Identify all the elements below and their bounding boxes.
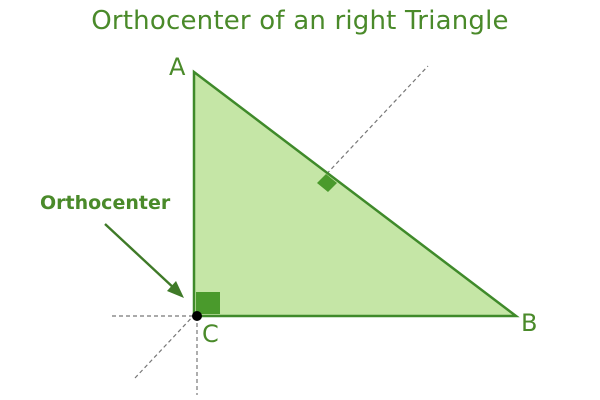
orthocenter-callout-label: Orthocenter [40,192,171,214]
vertex-label-a: A [169,53,186,81]
vertex-label-c: C [202,320,219,348]
right-angle-marker-c [196,292,220,314]
diagram-title: Orthocenter of an right Triangle [91,6,509,36]
altitude-line-from-c [134,65,429,379]
callout-arrowhead [167,281,184,298]
callout-arrow-line [104,223,177,291]
right-angle-marker-hypotenuse [317,174,337,192]
orthocenter-point [192,311,202,321]
vertex-label-b: B [521,309,537,337]
right-triangle [192,69,520,318]
